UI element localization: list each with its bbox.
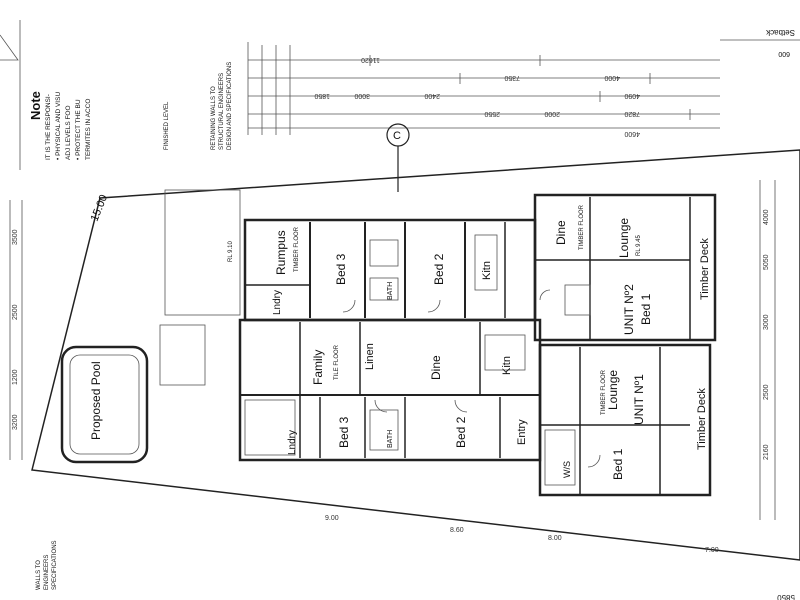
dim-top-1: 11620 (361, 56, 380, 63)
room-bed-2-lower: Bed 2 (454, 416, 468, 448)
note-line-1: IT IS THE RESPONSI- (45, 94, 52, 160)
svg-text:600: 600 (778, 50, 790, 57)
dim-top-3: 4000 (604, 74, 620, 81)
svg-text:C: C (393, 130, 401, 142)
svg-text:5050: 5050 (763, 254, 770, 270)
dim-top-4: 4090 (624, 92, 640, 99)
unit-2-room-labels: Rumpus TIMBER FLOOR Bed 3 BATH Bed 2 Kit… (228, 204, 711, 335)
note-left-3: SPECIFICATIONS (52, 540, 58, 590)
svg-text:9.00: 9.00 (325, 515, 339, 522)
room-lounge-lower: Lounge (606, 370, 620, 410)
svg-text:Setback: Setback (765, 28, 795, 37)
dim-top-8: 3000 (354, 92, 370, 99)
room-bath-upper: BATH (387, 282, 394, 300)
note-left-1: WALLS TO (36, 560, 42, 590)
dim-top-6: 4600 (624, 130, 640, 137)
room-dine-upper: Dine (554, 220, 568, 245)
svg-text:7.00: 7.00 (705, 547, 719, 554)
room-dine-lower: Dine (429, 355, 443, 380)
svg-text:1200: 1200 (12, 369, 19, 385)
unit-1-room-labels: Family TILE FLOOR Linen Dine Kitn Lounge… (272, 290, 708, 480)
note-line-2: • PHYSICAL AND VISU (55, 92, 62, 160)
door-swings (342, 289, 601, 468)
room-bed-2-upper: Bed 2 (432, 253, 446, 285)
dim-top-10: 2550 (484, 110, 500, 117)
room-kitchen-upper: Kitn (481, 261, 493, 280)
note-title: Note (28, 91, 43, 120)
rumpus-floor: TIMBER FLOOR (294, 226, 300, 272)
rl-lounge-upper: RL 9.45 (636, 235, 642, 256)
svg-text:RETAINING WALLS TO: RETAINING WALLS TO (211, 86, 217, 150)
room-bed-3-lower: Bed 3 (337, 416, 351, 448)
deck-lower: Timber Deck (696, 388, 708, 450)
note-line-3: ADJ LEVELS FOO (65, 105, 72, 160)
bottom-levels: 9.00 8.60 8.00 7.00 5850 (325, 515, 795, 600)
room-family: Family (311, 350, 325, 385)
svg-text:4000: 4000 (763, 209, 770, 225)
note-block: Note IT IS THE RESPONSI- • PHYSICAL AND … (0, 20, 92, 590)
right-dimension-strings: 4000 5050 3000 2500 2160 (759, 180, 776, 520)
unit-1-label: UNIT Nº1 (632, 374, 646, 425)
note-line-5: TERMITES IN ACCO (85, 99, 92, 160)
finished-level-label: FINISHED LEVEL (164, 101, 170, 150)
note-line-4: • PROTECT THE BU (75, 99, 82, 160)
svg-text:2500: 2500 (763, 384, 770, 400)
svg-text:2160: 2160 (763, 444, 770, 460)
svg-text:3000: 3000 (763, 314, 770, 330)
svg-text:DESIGN AND SPECIFICATIONS: DESIGN AND SPECIFICATIONS (227, 62, 233, 150)
room-entry: Entry (516, 419, 528, 445)
paved-area (164, 189, 241, 316)
proposed-pool: Proposed Pool (60, 345, 149, 464)
room-laundry-upper: Lndry (272, 290, 283, 315)
section-marker: C (386, 123, 410, 192)
setback-label: Setback 600 (720, 28, 800, 57)
svg-text:3200: 3200 (12, 414, 19, 430)
room-bed-1-lower: Bed 1 (611, 448, 625, 480)
top-dimension-strings: 11620 7350 4000 4090 7820 4600 1850 3000… (247, 42, 720, 137)
site-boundary (31, 149, 800, 561)
corner-mark (0, 34, 19, 61)
room-kitchen-lower: Kitn (501, 356, 513, 375)
room-ws: W/S (562, 461, 572, 478)
deck-upper: Timber Deck (699, 238, 711, 300)
note-left-2: ENGINEERS (44, 555, 50, 590)
svg-text:STRUCTURAL ENGINEERS: STRUCTURAL ENGINEERS (219, 73, 225, 150)
dim-top-5: 7820 (624, 110, 640, 117)
svg-text:5850: 5850 (777, 593, 795, 600)
lounge-floor-lower: TIMBER FLOOR (601, 369, 607, 415)
svg-text:8.00: 8.00 (548, 535, 562, 542)
svg-text:2500: 2500 (12, 304, 19, 320)
dim-top-2: 7350 (504, 74, 520, 81)
unit-2-footprint (243, 193, 717, 342)
svg-text:3500: 3500 (12, 229, 19, 245)
rl-upper: RL 9.10 (228, 241, 234, 262)
services-area (159, 324, 206, 386)
room-bath-lower: BATH (387, 430, 394, 448)
svg-text:8.60: 8.60 (450, 527, 464, 534)
retaining-wall-note: RETAINING WALLS TO STRUCTURAL ENGINEERS … (164, 62, 233, 150)
room-bed-1-upper: Bed 1 (639, 293, 653, 325)
dim-top-11: 2000 (544, 110, 560, 117)
room-linen: Linen (364, 343, 376, 370)
dim-top-7: 1850 (314, 92, 330, 99)
svg-text:Proposed Pool: Proposed Pool (89, 361, 103, 440)
unit-2-label: UNIT Nº2 (622, 284, 636, 335)
dine-floor-upper: TIMBER FLOOR (579, 204, 585, 250)
room-bed-3-upper: Bed 3 (334, 253, 348, 285)
unit-1-footprint (238, 318, 712, 497)
room-rumpus: Rumpus (274, 230, 288, 275)
dim-top-9: 2400 (424, 92, 440, 99)
left-dimension-strings: 3500 2500 1200 3200 (9, 200, 23, 460)
room-laundry-lower: Lndry (287, 430, 298, 455)
family-floor: TILE FLOOR (334, 344, 340, 380)
room-lounge-upper: Lounge (617, 218, 631, 258)
